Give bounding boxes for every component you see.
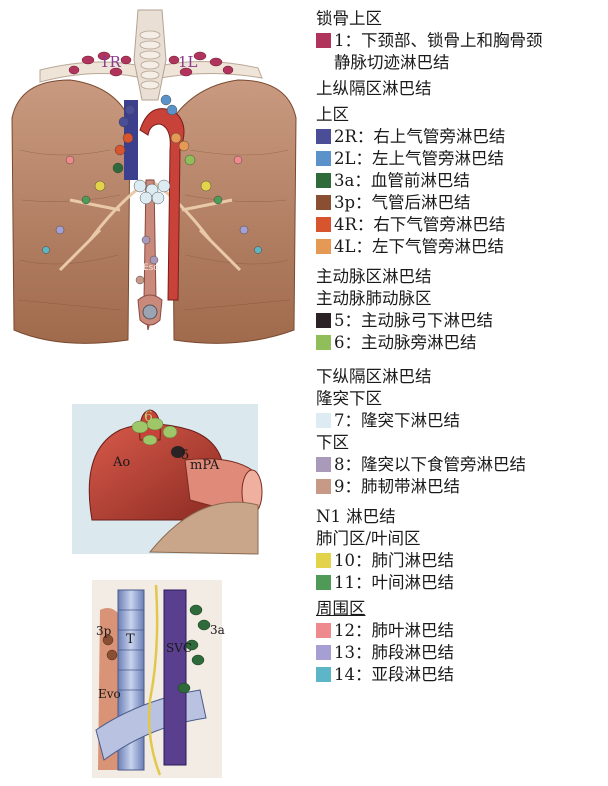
trachea-illustration: 3p T SVC 3a Evo — [92, 580, 225, 778]
label-3a: 3a — [210, 623, 225, 637]
legend-text-4l: 4L：左下气管旁淋巴结 — [334, 236, 504, 258]
legend-text-1-cont: 静脉切迹淋巴结 — [316, 52, 606, 74]
legend-text-2r: 2R：右上气管旁淋巴结 — [334, 126, 505, 148]
legend-item-14: 14：亚段淋巴结 — [316, 664, 606, 686]
heading-supraclavicular: 锁骨上区 — [316, 8, 606, 30]
subheading-subcarinal: 隆突下区 — [316, 388, 606, 410]
heading-lower-mediastinal: 下纵隔区淋巴结 — [316, 366, 606, 388]
swatch-9 — [316, 479, 331, 494]
swatch-1 — [316, 33, 331, 48]
swatch-12 — [316, 623, 331, 638]
legend-text-9: 9：肺韧带淋巴结 — [334, 476, 460, 498]
swatch-10 — [316, 553, 331, 568]
legend-item-5: 5：主动脉弓下淋巴结 — [316, 310, 606, 332]
legend-item-8: 8：隆突以下食管旁淋巴结 — [316, 454, 606, 476]
legend-item-7: 7：隆突下淋巴结 — [316, 410, 606, 432]
legend-text-1: 1：下颈部、锁骨上和胸骨颈 — [334, 30, 543, 52]
label-eso: Eso — [143, 263, 159, 273]
legend-text-3a: 3a：血管前淋巴结 — [334, 170, 470, 192]
legend-item-3a: 3a：血管前淋巴结 — [316, 170, 606, 192]
legend-item-2l: 2L：左上气管旁淋巴结 — [316, 148, 606, 170]
legend-item-9: 9：肺韧带淋巴结 — [316, 476, 606, 498]
label-evo: Evo — [98, 687, 121, 701]
illustrations-svg: 1R 1L Eso 6 Ao 5 mPA — [0, 0, 310, 782]
heading-n1: N1 淋巴结 — [316, 506, 606, 528]
legend-text-5: 5：主动脉弓下淋巴结 — [334, 310, 493, 332]
label-1l: 1L — [178, 53, 198, 71]
heading-aortic: 主动脉区淋巴结 — [316, 266, 606, 288]
legend-item-11: 11：叶间淋巴结 — [316, 572, 606, 594]
legend: 锁骨上区 1：下颈部、锁骨上和胸骨颈 静脉切迹淋巴结 上纵隔区淋巴结 上区 2R… — [316, 8, 606, 686]
swatch-3p — [316, 195, 331, 210]
label-1r: 1R — [100, 53, 122, 71]
legend-text-8: 8：隆突以下食管旁淋巴结 — [334, 454, 526, 476]
swatch-14 — [316, 667, 331, 682]
legend-item-2r: 2R：右上气管旁淋巴结 — [316, 126, 606, 148]
swatch-3a — [316, 173, 331, 188]
subheading-upper: 上区 — [316, 104, 606, 126]
subheading-hilar: 肺门区/叶间区 — [316, 528, 606, 550]
legend-text-4r: 4R：右下气管旁淋巴结 — [334, 214, 505, 236]
heading-upper-mediastinal: 上纵隔区淋巴结 — [316, 78, 606, 100]
swatch-4r — [316, 217, 331, 232]
legend-text-11: 11：叶间淋巴结 — [334, 572, 454, 594]
label-5: 5 — [181, 448, 189, 463]
legend-text-12: 12：肺叶淋巴结 — [334, 620, 454, 642]
legend-text-7: 7：隆突下淋巴结 — [334, 410, 460, 432]
legend-text-6: 6：主动脉旁淋巴结 — [334, 332, 477, 354]
illustrations-panel: 1R 1L Eso 6 Ao 5 mPA — [0, 0, 310, 782]
legend-item-3p: 3p：气管后淋巴结 — [316, 192, 606, 214]
swatch-11 — [316, 575, 331, 590]
swatch-7 — [316, 413, 331, 428]
legend-item-13: 13：肺段淋巴结 — [316, 642, 606, 664]
label-t: T — [126, 632, 135, 647]
swatch-8 — [316, 457, 331, 472]
label-6: 6 — [144, 409, 153, 425]
mediastinum-illustration: 1R 1L Eso — [12, 10, 296, 343]
legend-text-2l: 2L：左上气管旁淋巴结 — [334, 148, 504, 170]
legend-item-6: 6：主动脉旁淋巴结 — [316, 332, 606, 354]
label-mpa: mPA — [190, 458, 220, 473]
label-svc: SVC — [166, 641, 192, 655]
swatch-6 — [316, 335, 331, 350]
legend-item-4r: 4R：右下气管旁淋巴结 — [316, 214, 606, 236]
subheading-aortopulmonary: 主动脉肺动脉区 — [316, 288, 606, 310]
swatch-13 — [316, 645, 331, 660]
legend-item-1: 1：下颈部、锁骨上和胸骨颈 — [316, 30, 606, 52]
legend-item-12: 12：肺叶淋巴结 — [316, 620, 606, 642]
label-3p: 3p — [96, 624, 112, 638]
swatch-2l — [316, 151, 331, 166]
legend-text-3p: 3p：气管后淋巴结 — [334, 192, 471, 214]
label-ao: Ao — [112, 455, 130, 470]
subheading-peripheral: 周围区 — [316, 598, 606, 620]
swatch-5 — [316, 313, 331, 328]
legend-text-10: 10：肺门淋巴结 — [334, 550, 454, 572]
swatch-4l — [316, 239, 331, 254]
swatch-2r — [316, 129, 331, 144]
legend-text-13: 13：肺段淋巴结 — [334, 642, 454, 664]
aortic-illustration: 6 Ao 5 mPA — [72, 404, 262, 554]
legend-item-10: 10：肺门淋巴结 — [316, 550, 606, 572]
legend-item-4l: 4L：左下气管旁淋巴结 — [316, 236, 606, 258]
legend-text-14: 14：亚段淋巴结 — [334, 664, 454, 686]
subheading-lower: 下区 — [316, 432, 606, 454]
